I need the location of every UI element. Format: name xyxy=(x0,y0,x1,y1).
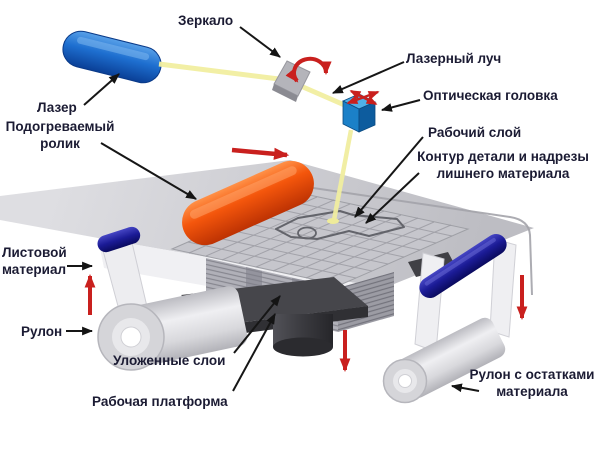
working-platform-label: Рабочая платформа xyxy=(92,394,228,409)
mirror-label: Зеркало xyxy=(178,13,234,28)
laser-arrow xyxy=(83,73,120,106)
roll-label: Рулон xyxy=(21,324,63,339)
laser-label: Лазер xyxy=(37,100,77,115)
heated-roller-arrow xyxy=(100,142,197,200)
working-platform-arrow xyxy=(232,313,276,392)
sheet-strip-right-far xyxy=(489,238,517,338)
sheet-material-label: Листовой материал xyxy=(2,245,67,277)
contour-label: Контур детали и надрезы лишнего материал… xyxy=(417,149,589,181)
laser-beam-label: Лазерный луч xyxy=(406,51,502,66)
mirror-rotation-arrow xyxy=(285,56,332,83)
working-layer-arrow xyxy=(354,136,424,218)
contour-hole xyxy=(297,226,317,240)
left-guide-roller xyxy=(97,226,141,253)
right-guide-roller xyxy=(419,233,507,299)
contour-arrow xyxy=(365,172,420,224)
laid-layers-label: Уложенные слои xyxy=(113,353,226,368)
head-xy-arrows xyxy=(346,89,380,106)
roller-direction-arrow xyxy=(231,147,290,160)
sheet-frame-outline xyxy=(289,183,533,296)
mirror-part xyxy=(272,60,311,102)
working-layer-label: Рабочий слой xyxy=(428,125,522,140)
heated-roller-label: Подогреваемый ролик xyxy=(5,119,115,151)
laser-beam-arrow xyxy=(331,61,405,94)
heated-roller-part xyxy=(182,160,314,246)
leftover-roll-arrow xyxy=(450,383,480,393)
laser-part xyxy=(62,30,162,84)
laid-layers-arrow xyxy=(233,295,281,354)
takeup-side xyxy=(382,233,517,404)
optical-head-label: Оптическая головка xyxy=(423,88,558,103)
optical-head-arrow xyxy=(380,99,421,112)
label-arrows xyxy=(66,26,480,393)
leftover-roll-label: Рулон с остатками материала xyxy=(469,367,595,399)
supply-side xyxy=(97,226,248,371)
mirror-arrow xyxy=(239,26,281,58)
